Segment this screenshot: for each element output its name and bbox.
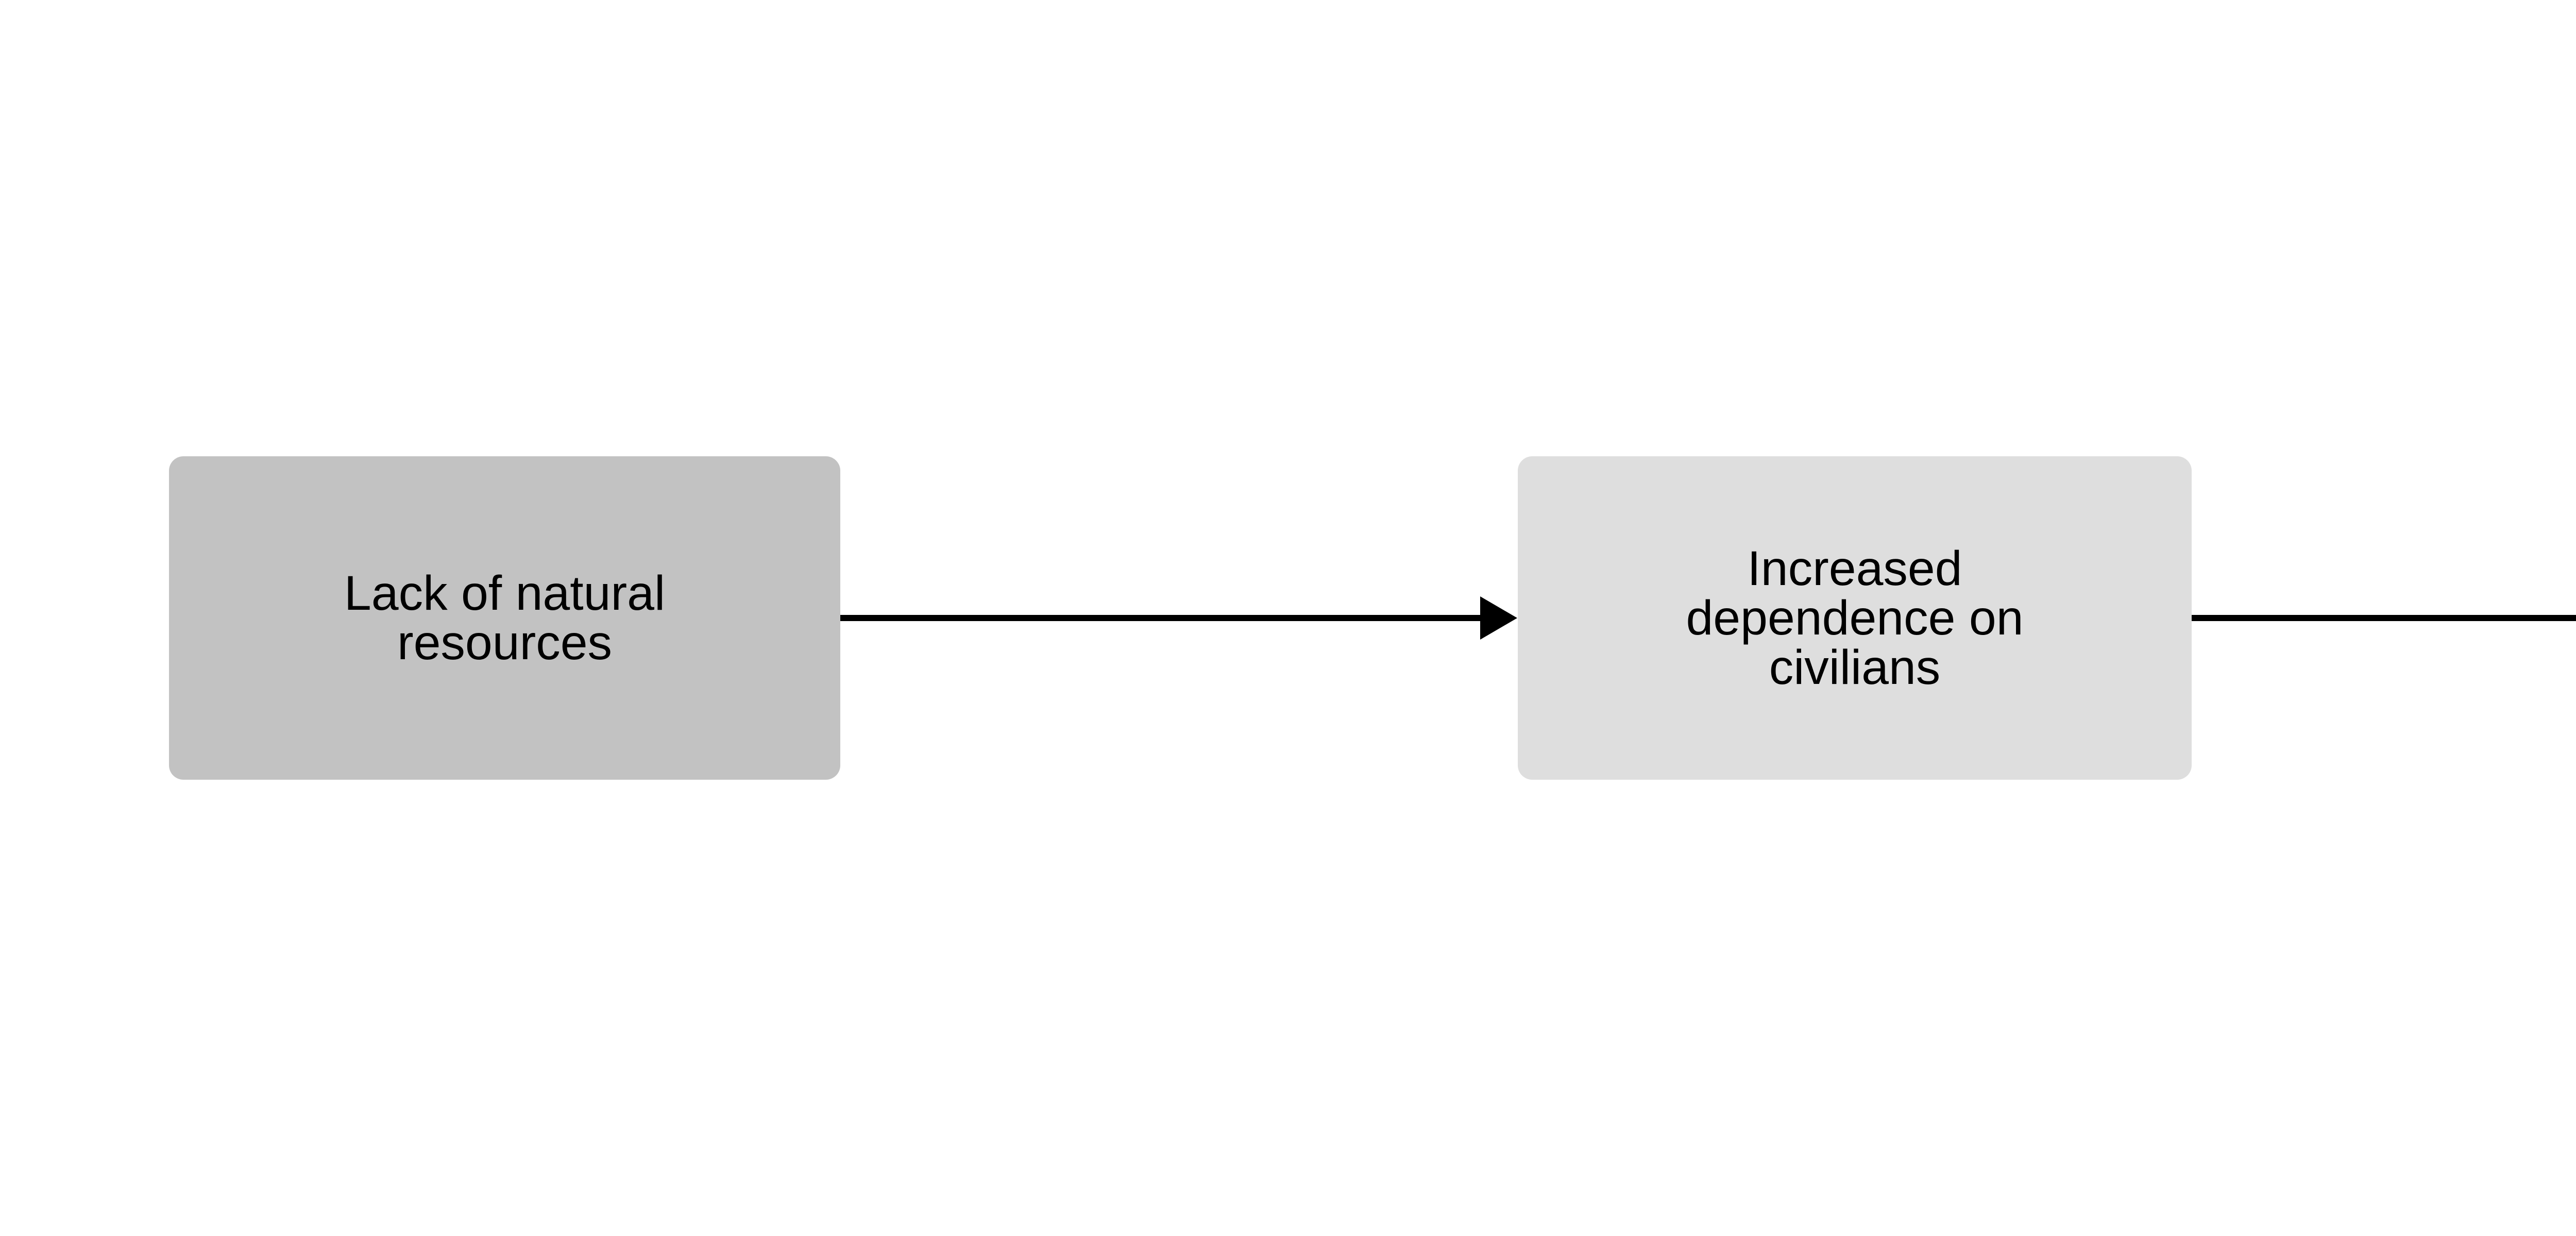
node-increased-dependence-on-civilians: Increased dependence on civilians xyxy=(1518,456,2192,780)
edge-1 xyxy=(837,596,1517,640)
edge-2 xyxy=(2189,615,2576,621)
edge-1-arrowhead-icon xyxy=(1480,596,1517,640)
node-lack-of-natural-resources: Lack of natural resources xyxy=(169,456,840,780)
node-label: Lack of natural resources xyxy=(344,566,666,670)
node-label: Increased dependence on civilians xyxy=(1686,541,2024,695)
